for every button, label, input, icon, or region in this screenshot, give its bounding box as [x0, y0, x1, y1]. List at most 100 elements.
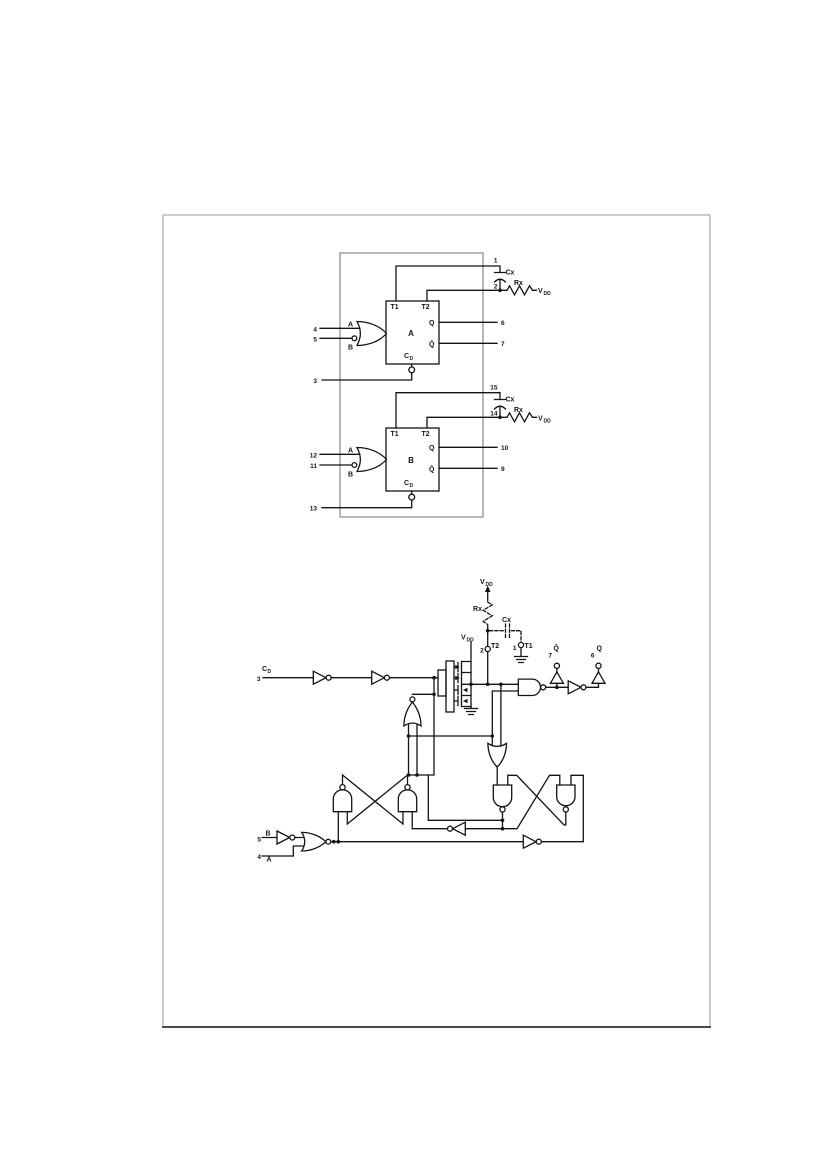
resistor-rx-b-icon: [506, 411, 534, 424]
pin-12: 12: [310, 452, 318, 459]
q-label: Q: [597, 646, 603, 653]
pin-13: 13: [310, 506, 318, 513]
page-border: [162, 214, 711, 1028]
a-label: A: [267, 857, 272, 864]
qbar-label-a: Q̄: [429, 340, 435, 349]
qbar-label: Q̄: [554, 644, 560, 653]
capacitor-cx-dashed-icon: [487, 623, 522, 644]
capacitor-cx-a-icon: [493, 271, 507, 283]
rx-label-b: Rx: [514, 407, 523, 414]
pin-10: 10: [501, 445, 509, 452]
cd-terminal-b: [408, 493, 416, 501]
nand-latch-l2: [397, 789, 418, 813]
t2-label: T2: [491, 643, 499, 650]
ground-transistor-icon: [463, 705, 479, 716]
t1-label: T1: [525, 643, 533, 650]
cd-sub-a: D: [410, 356, 414, 362]
nand-latch-l1: [332, 789, 353, 813]
block-b-letter: B: [408, 456, 414, 465]
t2-label-a: T2: [422, 304, 430, 311]
nand-bubble: [540, 684, 547, 691]
cx-label-b: Cx: [506, 397, 515, 404]
nand-bubble: [562, 806, 570, 813]
cd-label-b: C: [404, 480, 409, 487]
block-a-letter: A: [408, 329, 414, 338]
cd-pin: 3: [257, 676, 261, 683]
vdd-label-b: V: [538, 415, 543, 422]
pmos-arrow-icon: [455, 664, 460, 670]
inverter-output: [567, 679, 583, 695]
pin-9: 9: [501, 466, 505, 473]
gate-comb-bulge: [437, 669, 447, 697]
nand-bubble: [499, 806, 506, 813]
q-pin: 6: [591, 653, 595, 660]
pin-14: 14: [490, 411, 498, 418]
t1-label-b: T1: [391, 431, 399, 438]
nor-gate-input: [300, 831, 327, 852]
cd-label: C: [262, 666, 267, 673]
nand-latch-r1: [492, 784, 513, 808]
resistor-rx-a-icon: [506, 284, 534, 297]
junction-dot: [498, 415, 502, 420]
capacitor-cx-b-icon: [493, 398, 507, 410]
qbar-buffer-triangle: [549, 670, 565, 684]
pin-1: 1: [494, 258, 498, 265]
inverter-input-b: [276, 829, 292, 846]
cx-label: Cx: [502, 617, 511, 624]
rx-label-a: Rx: [514, 280, 523, 287]
rx-label: Rx: [473, 606, 482, 613]
monostable-section-a: T1 T2 Q Q̄ A C D A B 1 2 4 5 6 7 3 Cx Rx…: [313, 258, 551, 386]
inverter-bubble: [383, 674, 391, 681]
t2-pin: 2: [480, 648, 484, 655]
t1-pin: 1: [513, 645, 517, 652]
nor-gate-up: [403, 700, 422, 728]
t1-terminal: [517, 641, 525, 649]
or-gate-down: [487, 742, 508, 768]
t1-label-a: T1: [391, 304, 399, 311]
nor-bubble: [409, 696, 416, 703]
vdd-sub-b: DD: [544, 418, 552, 424]
input-b-label-b: B: [348, 472, 353, 479]
invert-bubble-input-b-b: [351, 461, 358, 469]
qbar-pin: 7: [548, 653, 552, 660]
input-a-label-b: A: [348, 448, 353, 455]
logic-diagram: V DD Rx Cx V DD 2 T2 1 T1 7 Q̄ 6 Q C D 3…: [257, 579, 607, 864]
input-a-label-a: A: [348, 322, 353, 329]
junction-dots: [332, 628, 559, 844]
wires-logic: [261, 588, 600, 857]
pin-7: 7: [501, 341, 505, 348]
vdd-arrow-icon: [484, 585, 491, 592]
pin-5: 5: [313, 336, 317, 343]
b-pin: 5: [257, 837, 261, 844]
inverter-bubble: [446, 825, 454, 832]
inverter-bubble: [580, 684, 587, 691]
q-terminal: [595, 662, 602, 670]
q-label-a: Q: [429, 320, 435, 327]
nand-latch-r2: [556, 784, 576, 807]
t2-terminal: [484, 645, 491, 653]
inverter-feedback-right: [522, 834, 538, 850]
wires-section-b: [319, 392, 538, 509]
vdd-top-label: V: [480, 579, 485, 586]
vdd-sub-a: DD: [544, 291, 552, 297]
cd-sub-b: D: [410, 483, 414, 489]
cd-sub: D: [268, 669, 272, 675]
inverter-bubble: [289, 834, 296, 841]
vdd2-sub: DD: [467, 638, 475, 644]
pin-11: 11: [310, 463, 317, 470]
nand-gate-output: [517, 678, 542, 697]
inverter-feedback-left: [451, 821, 466, 837]
ground-t1-icon: [513, 655, 529, 664]
cd-label-a: C: [404, 353, 409, 360]
nmos-arrow-icon: [463, 698, 468, 704]
or-gate-a: [355, 320, 388, 347]
nmos-arrow-icon: [463, 687, 468, 693]
pin-2: 2: [494, 284, 498, 291]
wires-section-a: [319, 265, 538, 381]
qbar-label-b: Q̄: [429, 465, 435, 474]
q-label-b: Q: [429, 445, 435, 452]
inverter-cd-1: [312, 670, 328, 686]
pin-6: 6: [501, 320, 505, 327]
